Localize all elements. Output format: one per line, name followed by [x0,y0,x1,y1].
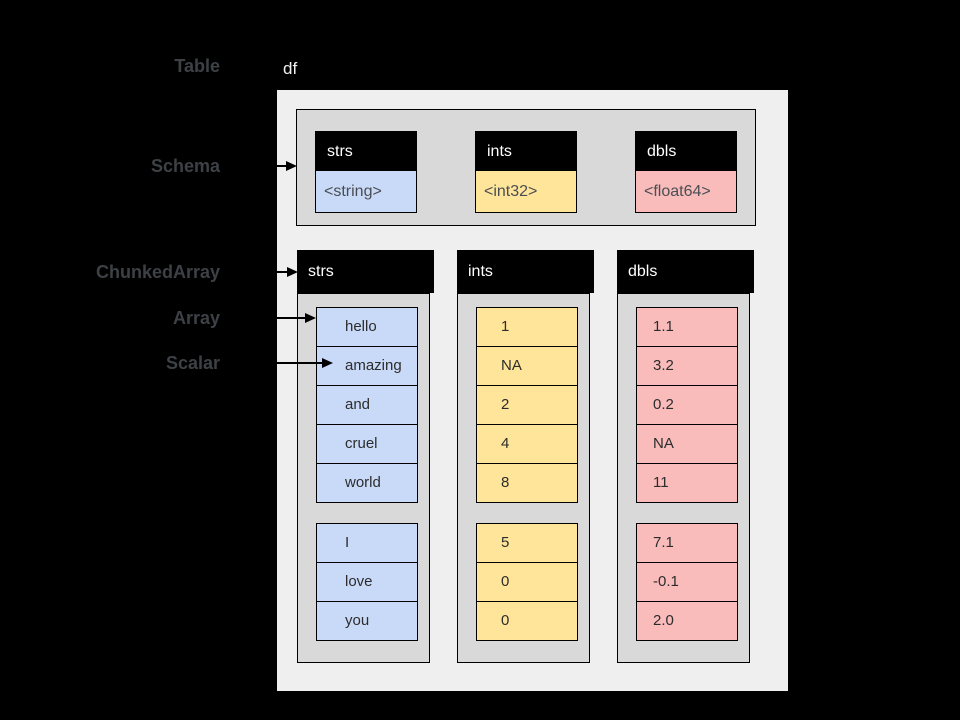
scalar-cell: 5 [476,523,578,563]
scalar-cell: NA [636,424,738,464]
scalar-cell: love [316,562,418,602]
scalar-cell: 1.1 [636,307,738,347]
scalar-cell: 0.2 [636,385,738,425]
label-array: Array [172,308,220,328]
schema-arrow-line [240,165,286,167]
chunked-array-header-ints: ints [457,250,594,293]
schema-field-dbls: dbls<float64> [635,131,737,213]
label-table: Table [174,56,220,76]
scalar-cell: 7.1 [636,523,738,563]
array-arrow-head-icon [305,313,316,323]
scalar-cell: 3.2 [636,346,738,386]
schema-field-name: dbls [636,132,736,171]
scalar-arrow-line [240,362,322,364]
scalar-cell: you [316,601,418,641]
scalar-cell: 11 [636,463,738,503]
schema-arrow-head-icon [286,161,297,171]
label-scalar: Scalar [165,353,220,373]
schema-field-name: strs [316,132,416,171]
scalar-cell: world [316,463,418,503]
scalar-cell: 0 [476,562,578,602]
scalar-cell: and [316,385,418,425]
schema-field-type: <string> [316,171,416,212]
label-chunked-array: ChunkedArray [95,262,220,282]
scalar-cell: 2.0 [636,601,738,641]
schema-field-name: ints [476,132,576,171]
scalar-cell: cruel [316,424,418,464]
chunked-array-arrow-line [240,271,287,273]
chunked-array-arrow-head-icon [287,267,298,277]
scalar-cell: 4 [476,424,578,464]
schema-field-type: <float64> [636,171,736,212]
schema-field-strs: strs<string> [315,131,417,213]
chunked-array-header-strs: strs [297,250,434,293]
scalar-cell: 1 [476,307,578,347]
scalar-cell: 2 [476,385,578,425]
array-arrow-line [240,317,305,319]
chunked-array-header-dbls: dbls [617,250,754,293]
label-schema: Schema [150,156,220,176]
schema-field-ints: ints<int32> [475,131,577,213]
table-name: df [283,59,298,78]
scalar-cell: 0 [476,601,578,641]
scalar-cell: I [316,523,418,563]
schema-field-type: <int32> [476,171,576,212]
scalar-cell: NA [476,346,578,386]
scalar-cell: hello [316,307,418,347]
scalar-cell: 8 [476,463,578,503]
scalar-arrow-head-icon [322,358,333,368]
scalar-cell: -0.1 [636,562,738,602]
